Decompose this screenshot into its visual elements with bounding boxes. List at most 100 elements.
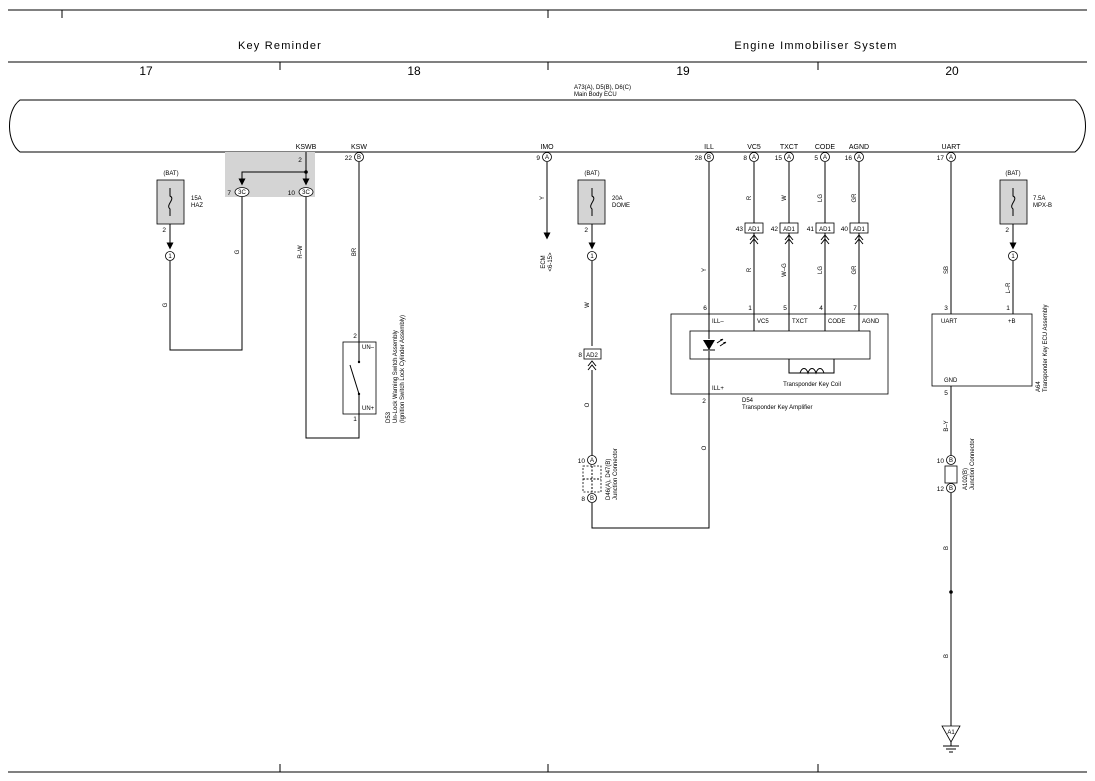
coil-icon <box>799 368 825 375</box>
fuse-haz-source: (BAT) <box>163 171 178 177</box>
pin-3c-left: 7 <box>227 190 231 197</box>
terminal-ill: ILL <box>704 144 714 151</box>
a64-pin-gnd: 5 <box>944 390 948 397</box>
wire-color-r-1: R <box>747 195 753 200</box>
fuse-dome <box>577 179 606 225</box>
wire-o-2 <box>591 394 710 529</box>
conn-ill: B <box>707 155 711 161</box>
conn-imo: A <box>545 155 549 161</box>
pin-imo: 9 <box>536 155 540 162</box>
connector-circle <box>587 251 597 261</box>
ecu-codes: A73(A), D5(B), D6(C) <box>574 85 631 91</box>
pin-ksw: 22 <box>345 155 353 162</box>
terminal-vc5: VC5 <box>747 144 761 151</box>
fuse-symbol <box>590 188 595 216</box>
fuse-haz-name: HAZ <box>191 203 203 209</box>
connector-circle <box>354 152 364 162</box>
amp-term-ill-minus: ILL– <box>712 319 724 325</box>
switch-code: D53 <box>386 411 392 423</box>
ad1-label-vc5: AD1 <box>748 227 760 233</box>
amp-pin-vc5: 1 <box>748 305 752 312</box>
switch-name-sub: (Ignition Switch Lock Cylinder Assembly) <box>400 315 406 423</box>
connector-circle <box>820 152 830 162</box>
amp-internal-wires <box>708 314 860 394</box>
wire-color-o-2: O <box>702 445 708 450</box>
fuse-haz-rating: 15A <box>191 196 202 202</box>
switch-bot-term: UN+ <box>362 406 375 412</box>
wire-color-sb: SB <box>944 266 950 274</box>
amp-pin-agnd: 7 <box>853 305 857 312</box>
jc-d46-bot-pin: 8 <box>581 496 585 503</box>
fuse-dome-pin: 2 <box>584 227 588 234</box>
conn-agnd: A <box>857 155 861 161</box>
amp-pin-code: 4 <box>819 305 823 312</box>
wire-g-loop <box>169 197 243 351</box>
fuse-mpxb-name: MPX-B <box>1033 203 1052 209</box>
amp-term-code: CODE <box>828 319 845 325</box>
junction-3c-wiring <box>238 152 310 186</box>
fuse-mpxb-source: (BAT) <box>1005 171 1020 177</box>
ad1-connector-agnd <box>849 222 869 245</box>
ad2-label: AD2 <box>586 353 598 359</box>
a102-name: Junction Connector <box>970 438 976 490</box>
connector-circle <box>854 152 864 162</box>
jc-d46-top-conn: A <box>590 458 594 464</box>
ad1-connector-code <box>815 222 835 245</box>
ad1-pin-code: 41 <box>807 226 815 233</box>
amp-pin-txct: 5 <box>783 305 787 312</box>
switch-bot-pin: 1 <box>353 416 357 423</box>
pin-kswb: 2 <box>298 157 302 164</box>
a64-name: Transponder Key ECU Assembly <box>1043 305 1049 392</box>
pin-vc5: 8 <box>743 155 747 162</box>
wire-color-y-imo: Y <box>540 196 546 200</box>
conn-uart: A <box>949 155 953 161</box>
fuse-mpxb-conn: 1 <box>1011 254 1015 260</box>
ecm-ref-line1: ECM <box>541 255 547 268</box>
wire-color-b-1: B <box>944 546 950 550</box>
fuse-dome-source: (BAT) <box>584 171 599 177</box>
wire-color-lg-1: LG <box>818 194 824 202</box>
ad1-label-txct: AD1 <box>783 227 795 233</box>
amp-term-vc5: VC5 <box>757 319 769 325</box>
connector-circle <box>749 152 759 162</box>
switch-top-pin: 2 <box>353 333 357 340</box>
a64-pin-b: 1 <box>1006 305 1010 312</box>
section-title-key-reminder: Key Reminder <box>238 40 322 52</box>
connector-circle <box>587 493 597 503</box>
wire-rw-loop <box>305 197 360 439</box>
ad1-label-agnd: AD1 <box>853 227 865 233</box>
wire-color-r-2: R <box>747 267 753 272</box>
connector-circle <box>946 152 956 162</box>
terminal-uart: UART <box>942 144 962 151</box>
ad1-pin-txct: 42 <box>771 226 779 233</box>
amp-term-txct: TXCT <box>792 319 808 325</box>
terminal-agnd: AGND <box>849 144 869 151</box>
a64-term-b: +B <box>1008 319 1016 325</box>
switch-name: Un-Lock Warning Switch Assembly <box>393 330 399 423</box>
jc-d46-bot-conn: B <box>590 496 594 502</box>
wire-color-w-txct: W <box>782 195 788 201</box>
amp-pin-ill: 6 <box>703 305 707 312</box>
a102-bot-pin: 12 <box>937 486 945 493</box>
amp-term-ill-plus: ILL+ <box>712 386 724 392</box>
fuse-mpxb-rating: 7.5A <box>1033 196 1045 202</box>
ground-label: A1 <box>947 730 955 736</box>
ad1-label-code: AD1 <box>819 227 831 233</box>
terminal-txct: TXCT <box>780 144 799 151</box>
ad2-connector <box>583 348 602 360</box>
a102-top-conn: B <box>949 458 953 464</box>
amp-code: D54 <box>742 398 754 404</box>
connector-circle <box>946 455 956 465</box>
connector-circle <box>165 251 175 261</box>
ground-icon <box>941 725 961 753</box>
jc-d46-code: D46(A), D47(B) <box>606 459 612 500</box>
fuse-haz-conn: 1 <box>168 254 172 260</box>
pin-agnd: 16 <box>845 155 853 162</box>
connector-3c-left <box>234 187 250 197</box>
connector-circle <box>784 152 794 162</box>
fuse-symbol <box>1011 188 1016 216</box>
jc-d46-name: Junction Connector <box>613 448 619 500</box>
a64-pin-uart: 3 <box>944 305 948 312</box>
terminal-ksw: KSW <box>351 144 367 151</box>
a64-term-uart: UART <box>941 319 958 325</box>
